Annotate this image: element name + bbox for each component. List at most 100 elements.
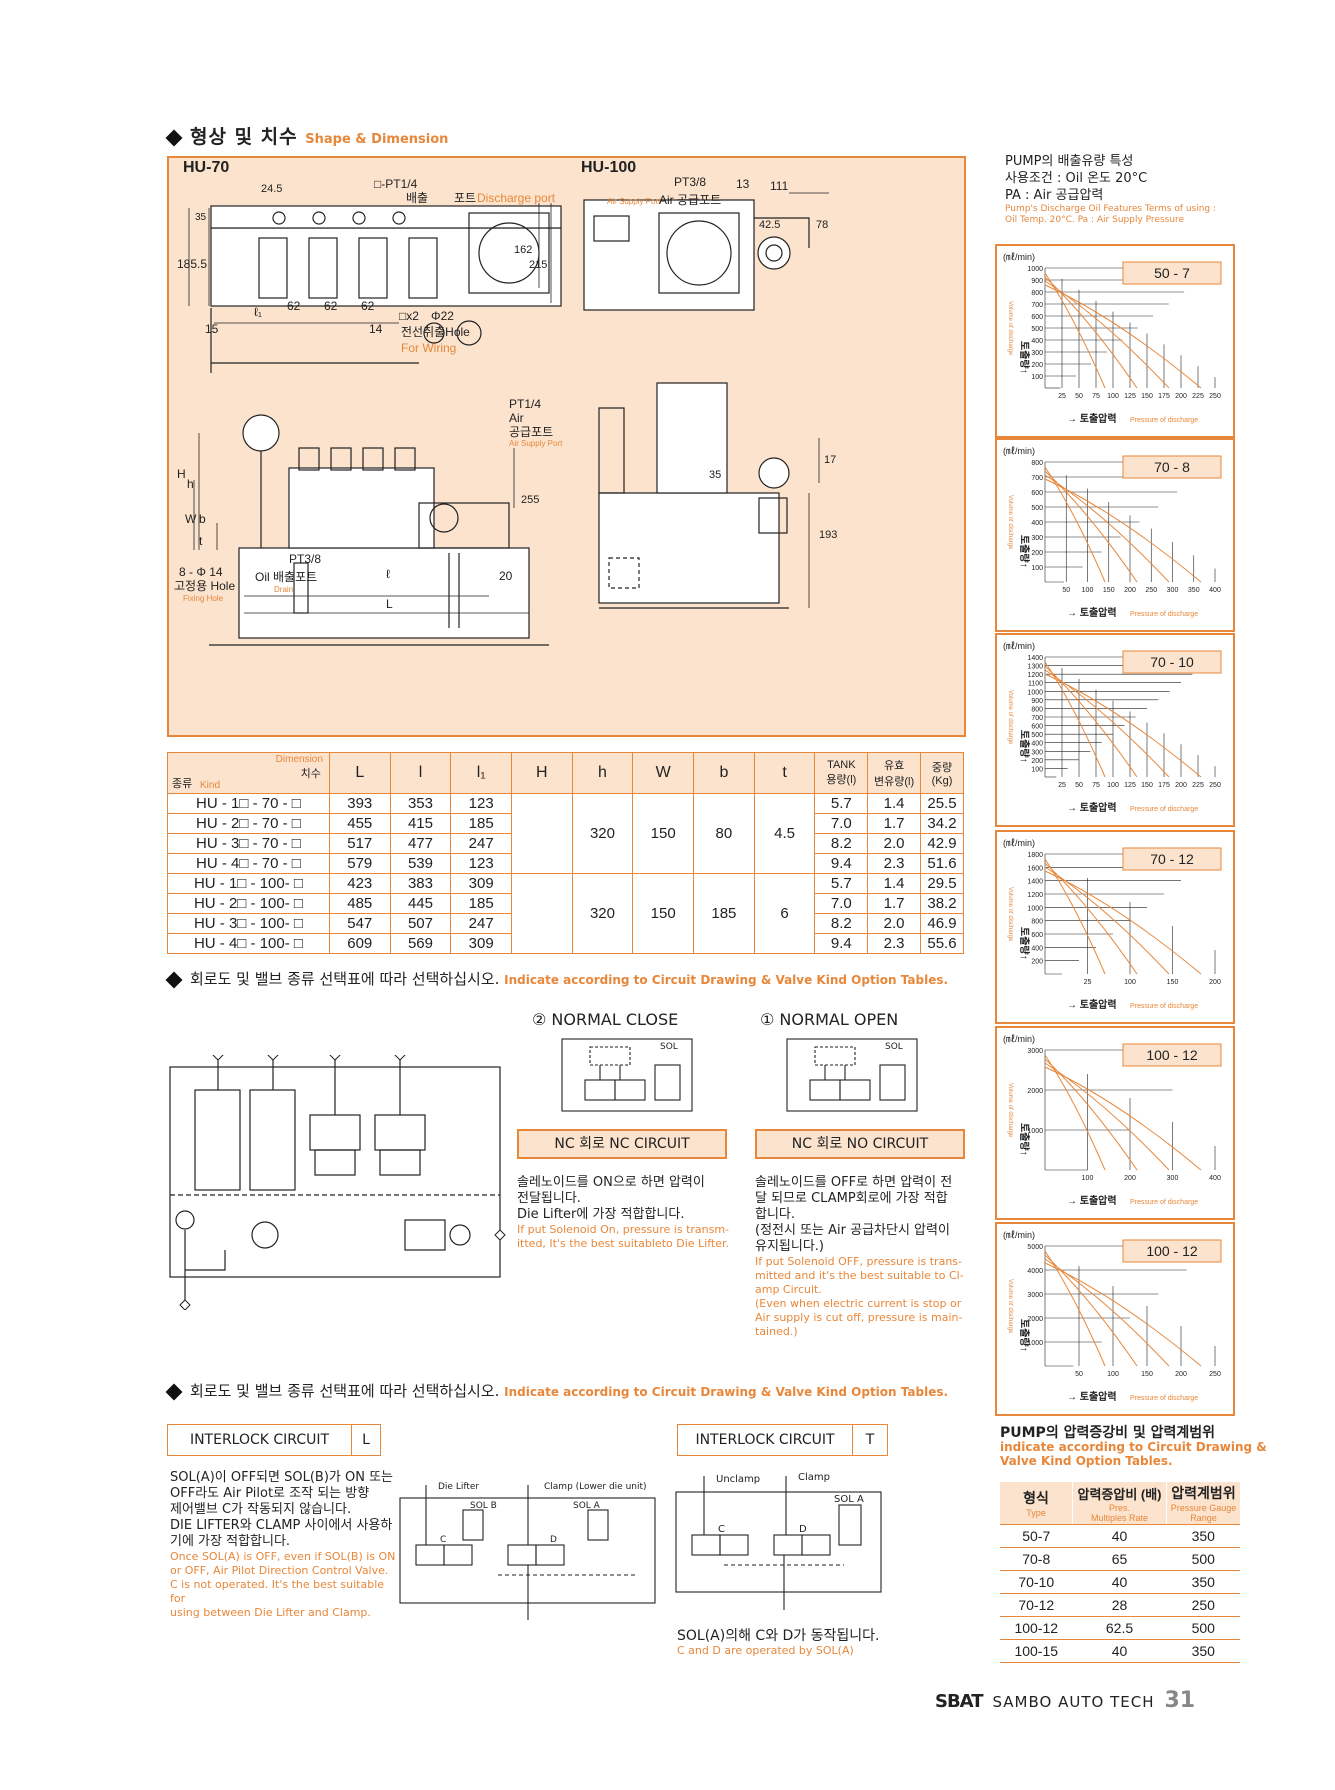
y-axis-label: 토출량↑ [1018,730,1031,763]
y-axis-label-en: Volume of discharge [1007,887,1013,942]
y-tick-label: 600 [1031,490,1043,497]
svg-text:PT3/8: PT3/8 [289,552,321,566]
y-tick-label: 2000 [1027,1316,1043,1323]
curve-line [1044,665,1138,778]
svg-text:62: 62 [287,299,301,313]
svg-text:SOL B: SOL B [470,1501,497,1511]
pressure-title: PUMP의 압력증강비 및 압력계범위 indicate according t… [1000,1425,1267,1468]
y-tick-label: 100 [1031,565,1043,572]
svg-text:8 - Φ 14: 8 - Φ 14 [179,565,223,579]
svg-text:13: 13 [736,177,750,191]
svg-text:Unclamp: Unclamp [716,1474,760,1485]
company-name: SAMBO AUTO TECH [992,1693,1155,1711]
svg-text:ℓ₁: ℓ₁ [254,305,262,319]
y-tick-label: 100 [1031,374,1043,381]
section-circuit-title: 회로도 및 밸브 종류 선택표에 따라 선택하십시오. Indicate acc… [165,968,948,989]
graph-title: 70 - 12 [1150,851,1194,867]
y-tick-label: 900 [1031,698,1043,705]
svg-text:62: 62 [361,299,375,313]
y-tick-label: 1000 [1027,1128,1043,1135]
graph-title-box [1122,847,1222,871]
pump-curve-plot: (㎖/min)140013001200110010009008007006005… [1003,641,1222,814]
x-tick-label: 250 [1145,587,1157,594]
y-tick-label: 800 [1031,460,1043,467]
y-tick-label: 5000 [1027,1244,1043,1251]
x-axis-label: → 토출압력 [1067,998,1117,1011]
svg-text:20: 20 [499,569,513,583]
y-tick-label: 300 [1031,535,1043,542]
graph-title: 100 - 12 [1146,1243,1198,1259]
graph-title: 50 - 7 [1154,265,1190,281]
graph-unit: (㎖/min) [1003,446,1035,456]
curve-line [1044,1254,1138,1367]
interlock-l-tag: INTERLOCK CIRCUIT L [167,1424,381,1456]
x-tick-label: 300 [1167,1175,1179,1182]
x-tick-label: 175 [1158,393,1170,400]
svg-text:255: 255 [521,494,539,506]
curve-line [1044,866,1170,975]
x-axis-label: → 토출압력 [1067,1390,1117,1403]
svg-text:SOL: SOL [885,1042,903,1052]
y-axis-label: 토출량↑ [1018,927,1031,960]
x-tick-label: 25 [1058,782,1066,789]
x-tick-label: 100 [1107,782,1119,789]
x-tick-label: 225 [1192,393,1204,400]
x-tick-label: 200 [1175,782,1187,789]
svg-text:Air 공급포트: Air 공급포트 [659,193,721,207]
svg-text:24.5: 24.5 [261,183,282,195]
curve-line [1044,280,1170,389]
y-axis-label: 토출량↑ [1018,341,1031,374]
y-tick-label: 3000 [1027,1048,1043,1055]
y-tick-label: 800 [1031,290,1043,297]
svg-text:고정용 Hole: 고정용 Hole [174,579,235,593]
page-number: 31 [1164,1688,1196,1713]
svg-text:Clamp (Lower die unit): Clamp (Lower die unit) [544,1482,647,1492]
x-tick-label: 150 [1141,393,1153,400]
x-axis-label: → 토출압력 [1067,412,1117,425]
svg-text:Air: Air [509,411,524,425]
graph-unit: (㎖/min) [1003,838,1035,848]
svg-text:□x2: □x2 [399,309,419,323]
x-tick-label: 175 [1158,782,1170,789]
x-axis-label: → 토출압력 [1067,606,1117,619]
svg-text:L: L [386,597,393,611]
graph-title-box [1122,261,1222,285]
no-heading: ① NORMAL OPEN [760,1010,899,1029]
y-axis-label: 토출량↑ [1018,1123,1031,1156]
graph-unit: (㎖/min) [1003,252,1035,262]
svg-text:SOL A: SOL A [573,1501,601,1511]
x-tick-label: 100 [1082,587,1094,594]
svg-text:ℓ: ℓ [386,567,390,581]
interlock-t-diagram: Unclamp Clamp SOL A C D [675,1472,882,1610]
y-axis-label: 토출량↑ [1018,1319,1031,1352]
graph-title-box [1122,1239,1222,1263]
curve-line [1044,1066,1202,1171]
svg-text:W: W [185,512,197,526]
y-tick-label: 3000 [1027,1292,1043,1299]
x-tick-label: 350 [1188,587,1200,594]
x-axis-label-en: Pressure of discharge [1130,611,1198,618]
svg-text:193: 193 [819,529,837,541]
y-tick-label: 1600 [1027,865,1043,872]
curve-line [1044,284,1202,389]
x-tick-label: 150 [1141,1371,1153,1378]
x-axis-label-en: Pressure of discharge [1130,1199,1198,1206]
svg-text:t: t [199,534,203,548]
x-tick-label: 50 [1075,782,1083,789]
svg-text:215: 215 [529,259,547,271]
x-tick-label: 50 [1075,1371,1083,1378]
x-tick-label: 100 [1107,1371,1119,1378]
x-tick-label: 200 [1175,1371,1187,1378]
y-tick-label: 300 [1031,749,1043,756]
y-axis-label-en: Volume of discharge [1007,301,1013,356]
x-tick-label: 75 [1092,393,1100,400]
x-tick-label: 75 [1092,782,1100,789]
